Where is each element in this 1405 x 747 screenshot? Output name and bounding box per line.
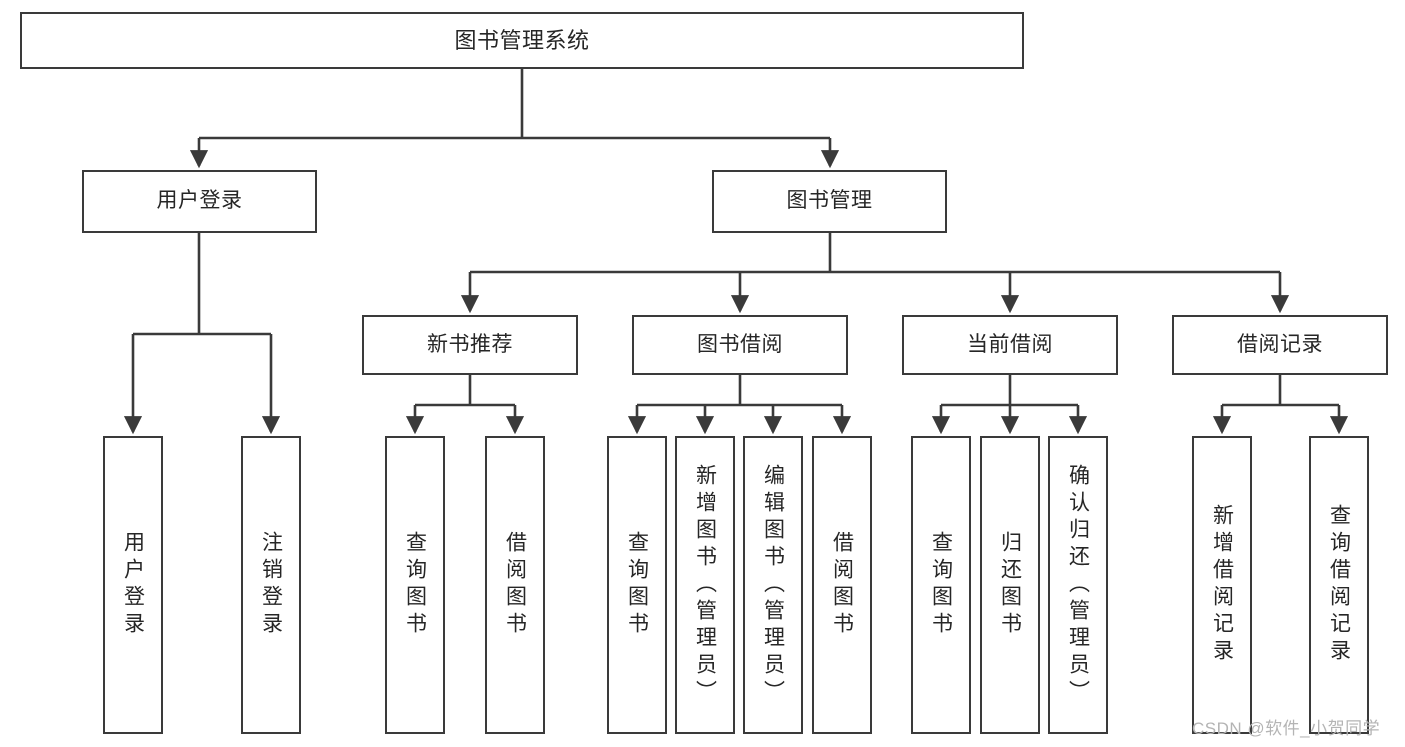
node-leaf-confirm-return-label: 确认归还（管理员） (1066, 463, 1090, 707)
node-leaf-query-book-1-label: 查询图书 (403, 531, 427, 639)
node-leaf-return-book[interactable]: 归还图书 (980, 436, 1040, 734)
node-user-login[interactable]: 用户登录 (82, 170, 317, 233)
node-leaf-add-record[interactable]: 新增借阅记录 (1192, 436, 1252, 734)
node-book-manage-label: 图书管理 (786, 189, 873, 213)
node-leaf-add-record-label: 新增借阅记录 (1210, 504, 1234, 666)
node-root[interactable]: 图书管理系统 (20, 12, 1024, 69)
node-leaf-query-book-1[interactable]: 查询图书 (385, 436, 445, 734)
node-current-borrow-label: 当前借阅 (967, 332, 1053, 356)
node-leaf-borrow-book-2[interactable]: 借阅图书 (812, 436, 872, 734)
node-leaf-add-book-label: 新增图书（管理员） (693, 463, 717, 707)
csdn-watermark: CSDN @软件_小贺同学 (1192, 719, 1381, 738)
node-book-borrow-label: 图书借阅 (697, 332, 783, 356)
node-root-label: 图书管理系统 (454, 27, 590, 53)
node-leaf-logout-login-label: 注销登录 (259, 531, 283, 639)
node-new-book-recommend[interactable]: 新书推荐 (362, 315, 578, 375)
node-new-book-recommend-label: 新书推荐 (427, 332, 513, 356)
node-current-borrow[interactable]: 当前借阅 (902, 315, 1118, 375)
node-book-borrow[interactable]: 图书借阅 (632, 315, 848, 375)
node-leaf-confirm-return[interactable]: 确认归还（管理员） (1048, 436, 1108, 734)
node-leaf-query-book-3[interactable]: 查询图书 (911, 436, 971, 734)
node-user-login-label: 用户登录 (156, 189, 243, 213)
node-borrow-record[interactable]: 借阅记录 (1172, 315, 1388, 375)
node-leaf-query-book-2[interactable]: 查询图书 (607, 436, 667, 734)
node-leaf-add-book[interactable]: 新增图书（管理员） (675, 436, 735, 734)
node-leaf-borrow-book-1-label: 借阅图书 (503, 531, 527, 639)
node-borrow-record-label: 借阅记录 (1237, 332, 1323, 356)
node-leaf-query-record[interactable]: 查询借阅记录 (1309, 436, 1369, 734)
node-leaf-borrow-book-1[interactable]: 借阅图书 (485, 436, 545, 734)
node-leaf-edit-book-label: 编辑图书（管理员） (761, 463, 785, 707)
node-leaf-user-login-label: 用户登录 (121, 531, 145, 639)
node-leaf-logout-login[interactable]: 注销登录 (241, 436, 301, 734)
node-leaf-borrow-book-2-label: 借阅图书 (830, 531, 854, 639)
node-leaf-query-record-label: 查询借阅记录 (1327, 504, 1351, 666)
node-leaf-user-login[interactable]: 用户登录 (103, 436, 163, 734)
node-leaf-edit-book[interactable]: 编辑图书（管理员） (743, 436, 803, 734)
node-leaf-return-book-label: 归还图书 (998, 531, 1022, 639)
node-leaf-query-book-3-label: 查询图书 (929, 531, 953, 639)
node-leaf-query-book-2-label: 查询图书 (625, 531, 649, 639)
node-book-manage[interactable]: 图书管理 (712, 170, 947, 233)
